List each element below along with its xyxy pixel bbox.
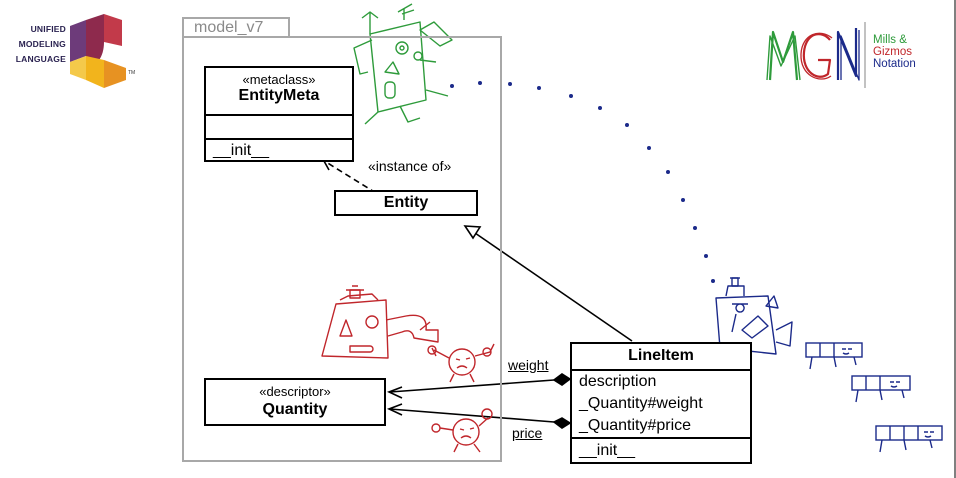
methods-compartment: __init__: [572, 437, 750, 463]
class-stereotype: «metaclass»: [242, 72, 316, 87]
uml-logo-graphic: [70, 14, 126, 88]
mgn-word-mills: Mills &: [873, 34, 907, 46]
price-association: [386, 403, 572, 429]
mgn-word-notation: Notation: [873, 58, 916, 70]
package-frame: [182, 36, 502, 462]
class-name: EntityMeta: [238, 87, 320, 104]
mgn-logo-words: Mills & Gizmos Notation: [873, 34, 916, 70]
class-stereotype: «descriptor»: [259, 384, 331, 399]
class-name: Quantity: [262, 401, 328, 418]
red-weight-critter-icon: [427, 343, 495, 383]
blue-segment-critters-icon: [805, 342, 943, 453]
class-entity-meta[interactable]: «metaclass» EntityMeta __init__: [204, 66, 354, 162]
attribute-item: description: [579, 373, 657, 390]
class-name: Entity: [383, 194, 429, 211]
blue-factory-gizmo-icon: [715, 277, 793, 355]
red-factory-gizmo-icon: [321, 285, 439, 359]
instance-of-label: «instance of»: [368, 158, 452, 174]
mgn-word-gizmos: Gizmos: [873, 46, 912, 58]
red-price-critter-icon: [431, 408, 493, 453]
weight-label: weight: [508, 357, 549, 373]
class-entity[interactable]: Entity: [334, 190, 478, 216]
package-tab: model_v7: [182, 17, 290, 37]
uml-logo-text: UNIFIED MODELING LANGUAGE: [15, 24, 66, 64]
weight-association: [386, 373, 572, 399]
class-name: LineItem: [628, 347, 694, 364]
method-item: __init__: [213, 142, 270, 159]
method-item: __init__: [579, 442, 636, 459]
mgn-logo-graphic: [766, 22, 866, 88]
attributes-compartment: description _Quantity#weight _Quantity#p…: [572, 369, 750, 437]
green-robot-gizmo-icon: [353, 3, 453, 125]
class-line-item[interactable]: LineItem description _Quantity#weight _Q…: [570, 342, 752, 464]
attributes-compartment: [206, 114, 352, 138]
trademark-mark: TM: [128, 70, 136, 76]
attribute-item: _Quantity#weight: [579, 395, 703, 412]
class-quantity[interactable]: «descriptor» Quantity: [204, 378, 386, 426]
price-label: price: [512, 425, 543, 441]
dotted-trail: [450, 81, 715, 283]
attribute-item: _Quantity#price: [579, 417, 692, 434]
methods-compartment: __init__: [206, 138, 352, 162]
